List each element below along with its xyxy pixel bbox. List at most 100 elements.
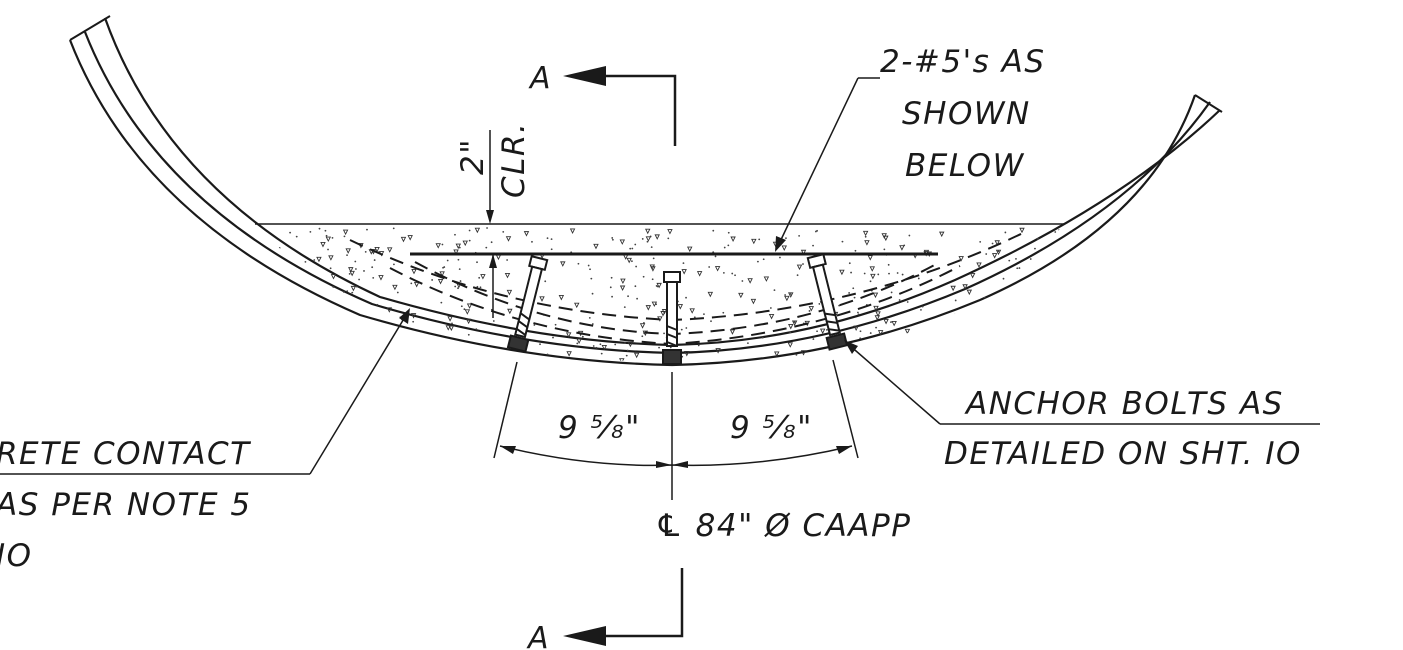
stipple-mark <box>468 239 471 242</box>
stipple-mark <box>576 342 579 345</box>
stipple-mark <box>1052 350 1055 353</box>
stipple-mark <box>581 335 584 338</box>
rebar-note-line-1: 2-#5's AS <box>880 44 1046 80</box>
anchor-note-line-1: ANCHOR BOLTS AS <box>964 386 1284 422</box>
stipple-mark <box>983 318 986 321</box>
stipple-mark <box>877 273 880 276</box>
stipple-mark <box>576 338 582 345</box>
stipple-mark <box>466 303 473 309</box>
stipple-mark <box>862 230 869 237</box>
stipple-mark <box>346 290 349 293</box>
stipple-mark <box>750 298 757 305</box>
stipple-mark <box>345 248 351 254</box>
stipple-mark <box>723 246 726 249</box>
stipple-mark <box>365 334 368 337</box>
stipple-mark <box>985 306 988 308</box>
stipple-mark <box>439 271 445 277</box>
stipple-mark <box>259 291 262 294</box>
stipple-mark <box>714 266 721 272</box>
stipple-mark <box>271 329 274 331</box>
stipple-mark <box>707 291 714 298</box>
stipple-mark <box>371 326 377 333</box>
stipple-mark <box>316 256 322 263</box>
stipple-mark <box>727 231 730 234</box>
stipple-mark <box>440 301 443 304</box>
stipple-mark <box>658 346 660 349</box>
stipple-mark <box>888 272 890 275</box>
stipple-mark <box>447 316 453 322</box>
concrete-note-line-3: IO <box>0 538 33 574</box>
stipple-mark <box>954 299 957 302</box>
stipple-mark <box>533 324 536 326</box>
stipple-mark <box>591 292 594 295</box>
stipple-mark <box>346 254 348 257</box>
stipple-mark <box>787 342 793 348</box>
stipple-mark <box>333 292 339 299</box>
stipple-mark <box>565 332 572 338</box>
spacing-right: 9 ⁵⁄₈" <box>730 410 813 446</box>
stipple-mark <box>619 285 626 291</box>
stipple-mark <box>906 301 909 303</box>
stipple-mark <box>631 260 633 263</box>
stipple-mark <box>896 272 899 274</box>
stipple-mark <box>325 234 328 237</box>
stipple-mark <box>348 267 354 273</box>
stipple-mark <box>337 324 344 330</box>
stipple-mark <box>625 354 628 357</box>
stipple-mark <box>271 332 277 338</box>
concrete-stipple <box>259 227 1064 362</box>
stipple-mark <box>684 351 690 357</box>
stipple-mark <box>994 353 1001 360</box>
stipple-mark <box>634 243 637 246</box>
stipple-mark <box>261 257 264 259</box>
pipe-wall <box>68 15 1223 367</box>
stipple-mark <box>877 330 884 336</box>
stipple-mark <box>626 349 629 352</box>
stipple-mark <box>793 321 796 324</box>
stipple-mark <box>1029 258 1032 260</box>
stipple-mark <box>758 238 761 241</box>
stipple-mark <box>1054 339 1057 341</box>
stipple-mark <box>550 238 553 241</box>
stipple-mark <box>329 267 332 270</box>
stipple-mark <box>661 309 668 315</box>
stipple-mark <box>757 260 759 263</box>
stipple-mark <box>850 271 852 274</box>
stipple-mark <box>921 305 924 308</box>
stipple-mark <box>968 352 971 355</box>
stipple-mark <box>999 313 1002 316</box>
stipple-mark <box>991 242 994 245</box>
stipple-mark <box>652 257 655 260</box>
stipple-mark <box>969 273 976 279</box>
stipple-mark <box>667 237 670 240</box>
stipple-mark <box>457 258 460 261</box>
stipple-mark <box>282 284 285 286</box>
stipple-mark <box>908 234 911 237</box>
stipple-mark <box>1008 259 1011 262</box>
stipple-mark <box>962 284 968 290</box>
stipple-mark <box>636 297 639 300</box>
stipple-mark <box>355 268 357 270</box>
stipple-mark <box>984 333 990 339</box>
stipple-mark <box>985 253 988 255</box>
stipple-mark <box>381 315 384 318</box>
stipple-mark <box>819 328 826 335</box>
stipple-mark <box>446 259 449 262</box>
stipple-mark <box>278 247 281 249</box>
stipple-mark <box>403 338 410 345</box>
stipple-mark <box>838 304 841 307</box>
stipple-mark <box>346 319 349 322</box>
stipple-mark <box>330 312 336 319</box>
stipple-mark <box>789 293 792 295</box>
stipple-mark <box>997 250 1000 253</box>
stipple-mark <box>544 280 547 283</box>
stipple-mark <box>558 294 565 301</box>
stipple-mark <box>626 257 632 264</box>
stipple-mark <box>995 249 1002 256</box>
stipple-mark <box>633 352 640 359</box>
stipple-mark <box>504 272 511 279</box>
stipple-mark <box>324 229 327 232</box>
stipple-mark <box>611 237 614 239</box>
stipple-mark <box>355 345 358 348</box>
stipple-mark <box>629 247 632 250</box>
